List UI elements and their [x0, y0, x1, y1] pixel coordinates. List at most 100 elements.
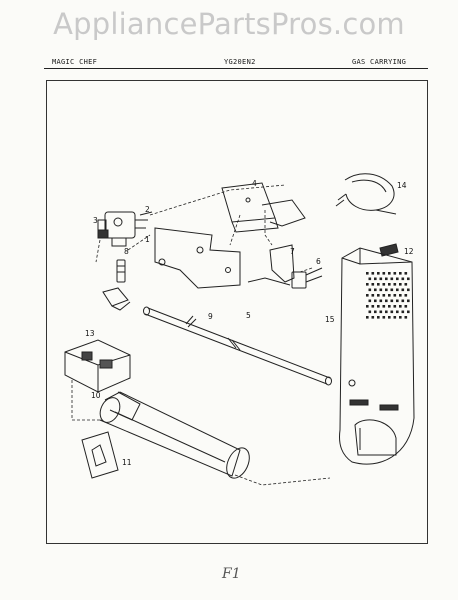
vent-hole [407, 288, 410, 292]
callout-12: 12 [404, 247, 414, 256]
vent-hole [388, 294, 391, 297]
vent-hole [396, 299, 399, 303]
vent-hole [377, 316, 380, 319]
vent-hole [385, 288, 388, 292]
vent-hole [377, 294, 380, 297]
vent-hole [379, 277, 383, 281]
vent-hole [388, 316, 391, 319]
vent-hole [401, 277, 405, 281]
dashed-leaders [71, 184, 331, 486]
vent-hole [374, 310, 377, 314]
vent-hole [382, 316, 386, 319]
vent-hole [390, 277, 394, 281]
vent-hole [404, 283, 408, 286]
callout-5: 5 [246, 311, 251, 320]
vent-hole [404, 294, 408, 297]
vent-hole [382, 272, 386, 275]
callout-1: 1 [145, 235, 150, 244]
vent-hole [368, 277, 372, 281]
vent-hole [382, 294, 386, 297]
vent-hole [371, 305, 375, 308]
vent-hole [379, 299, 383, 303]
igniter-part-6 [247, 267, 323, 289]
header-rule [44, 68, 428, 69]
combustion-chamber-part-10 [99, 391, 250, 479]
vent-hole [388, 272, 391, 275]
vent-hole [385, 310, 388, 314]
vent-hole [377, 272, 380, 275]
diagram-frame [46, 80, 428, 544]
vent-hole [393, 283, 397, 286]
heater-duct-part-15 [339, 247, 415, 465]
callout-14: 14 [397, 181, 407, 190]
vent-hole [404, 316, 408, 319]
vent-hole [388, 283, 391, 286]
vent-hole [368, 310, 372, 314]
callout-9: 9 [208, 312, 213, 321]
vent-hole [374, 288, 377, 292]
vent-hole [366, 272, 369, 275]
vent-hole [393, 316, 397, 319]
callout-7: 7 [290, 247, 295, 256]
callout-2: 2 [145, 205, 150, 214]
model-number: YG20EN2 [224, 58, 256, 66]
vent-hole [399, 316, 402, 319]
callout-8: 8 [124, 247, 129, 256]
vent-hole [396, 277, 399, 281]
vent-hole [388, 305, 391, 308]
burner-housing-part-13 [64, 339, 131, 393]
callout-labels: 1 2 3 4 5 6 7 8 9 10 11 12 13 14 15 [85, 179, 414, 467]
vent-hole [399, 305, 402, 308]
brand-label: MAGIC CHEF [52, 58, 98, 66]
vent-hole [371, 294, 375, 297]
callout-6: 6 [316, 257, 321, 266]
vent-hole [382, 283, 386, 286]
vent-hole [377, 305, 380, 308]
duct-vent-grid [366, 272, 410, 319]
callout-13: 13 [85, 329, 95, 338]
vent-hole [385, 299, 388, 303]
vent-hole [393, 305, 397, 308]
gas-valve-part-3 [97, 211, 148, 247]
vent-hole [407, 299, 410, 303]
vent-hole [407, 310, 410, 314]
vent-hole [390, 310, 394, 314]
vent-hole [399, 272, 402, 275]
vent-hole [374, 277, 377, 281]
callout-10: 10 [91, 391, 101, 400]
vent-hole [404, 272, 408, 275]
vent-hole [385, 277, 388, 281]
callout-11: 11 [122, 458, 132, 467]
vent-hole [393, 272, 397, 275]
orifice-fitting-part-8 [102, 259, 131, 311]
vent-hole [401, 299, 405, 303]
section-title: GAS CARRYING [352, 58, 407, 66]
vent-hole [401, 310, 405, 314]
vent-hole [374, 299, 377, 303]
vent-hole [366, 316, 369, 319]
vent-hole [368, 299, 372, 303]
vent-hole [366, 283, 369, 286]
vent-hole [401, 288, 405, 292]
wire-harness-part-14 [335, 173, 397, 215]
vent-hole [382, 305, 386, 308]
valve-inlet-part-2 [139, 211, 153, 216]
callout-15: 15 [325, 315, 335, 324]
callout-4: 4 [252, 179, 257, 188]
gas-tube-part-9 [143, 306, 332, 386]
vent-hole [390, 288, 394, 292]
vent-hole [407, 277, 410, 281]
burner-part-4 [221, 182, 306, 233]
vent-hole [396, 288, 399, 292]
vent-hole [371, 272, 375, 275]
page-mark: F1 [222, 566, 241, 582]
watermark: AppliancePartsPros.com [53, 7, 405, 41]
support-bracket-part-11 [81, 431, 119, 479]
vent-hole [377, 283, 380, 286]
vent-hole [366, 294, 369, 297]
vent-hole [393, 294, 397, 297]
vent-hole [379, 310, 383, 314]
vent-hole [379, 288, 383, 292]
